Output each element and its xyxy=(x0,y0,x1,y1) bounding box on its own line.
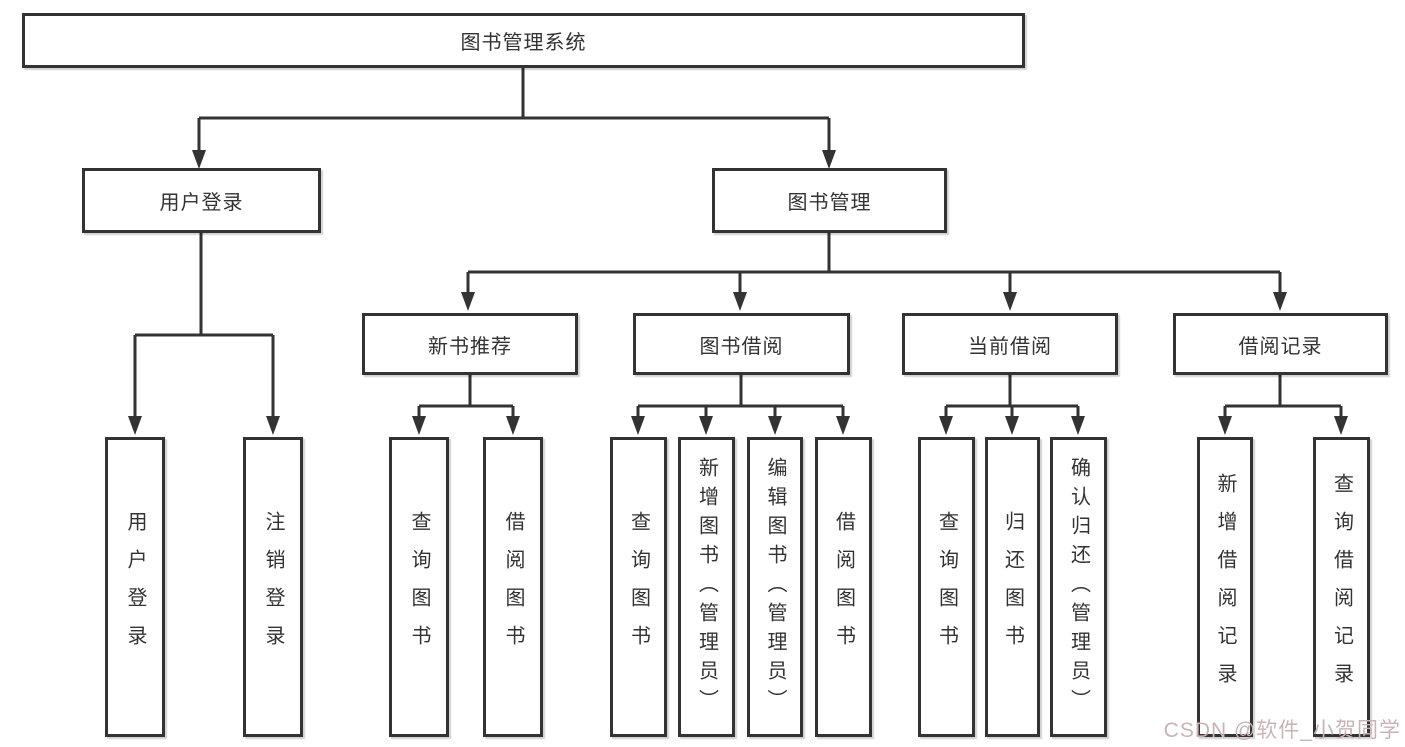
leaf-user-login: 用户登录 xyxy=(105,437,165,737)
leaf-add-borrow-record: 新增借阅记录 xyxy=(1197,437,1253,737)
node-borrow-records-label: 借阅记录 xyxy=(1238,335,1323,358)
node-user-login-label: 用户登录 xyxy=(159,192,244,214)
node-book-management-label: 图书管理 xyxy=(787,192,872,214)
leaf-query-borrow-record: 查询借阅记录 xyxy=(1313,437,1370,737)
node-book-management: 图书管理 xyxy=(712,168,947,233)
leaf-query-books-3-label: 查询图书 xyxy=(935,511,958,663)
watermark: CSDN @软件_小贺同学 xyxy=(1163,719,1401,742)
leaf-query-borrow-record-label: 查询借阅记录 xyxy=(1330,473,1353,701)
leaf-query-books-3: 查询图书 xyxy=(918,437,975,737)
node-new-book-recommend: 新书推荐 xyxy=(362,313,578,375)
leaf-edit-books-admin: 编辑图书（管理员） xyxy=(747,437,803,737)
leaf-return-books: 归还图书 xyxy=(985,437,1040,737)
leaf-logout-label: 注销登录 xyxy=(262,511,284,663)
node-current-borrow-label: 当前借阅 xyxy=(968,335,1052,358)
leaf-query-books-2: 查询图书 xyxy=(610,437,667,737)
node-root: 图书管理系统 xyxy=(22,13,1025,68)
leaf-add-borrow-record-label: 新增借阅记录 xyxy=(1214,473,1236,701)
leaf-query-books-1: 查询图书 xyxy=(389,437,449,737)
leaf-add-books-admin: 新增图书（管理员） xyxy=(678,437,735,737)
leaf-edit-books-admin-label: 编辑图书（管理员） xyxy=(764,456,786,718)
leaf-user-login-label: 用户登录 xyxy=(124,511,146,663)
node-user-login: 用户登录 xyxy=(82,168,321,233)
leaf-logout: 注销登录 xyxy=(243,437,303,737)
node-book-borrow-label: 图书借阅 xyxy=(699,335,784,358)
node-root-label: 图书管理系统 xyxy=(460,32,587,54)
node-book-borrow: 图书借阅 xyxy=(633,313,850,375)
leaf-return-books-label: 归还图书 xyxy=(1001,511,1024,663)
leaf-query-books-2-label: 查询图书 xyxy=(627,511,650,663)
leaf-confirm-return-admin-label: 确认归还（管理员） xyxy=(1067,456,1090,718)
leaf-borrow-books-1-label: 借阅图书 xyxy=(502,511,524,663)
leaf-add-books-admin-label: 新增图书（管理员） xyxy=(695,456,718,718)
leaf-query-books-1-label: 查询图书 xyxy=(408,511,430,663)
leaf-confirm-return-admin: 确认归还（管理员） xyxy=(1050,437,1107,737)
leaf-borrow-books-2-label: 借阅图书 xyxy=(832,511,855,663)
node-new-book-recommend-label: 新书推荐 xyxy=(428,335,512,358)
leaf-borrow-books-1: 借阅图书 xyxy=(483,437,543,737)
arrowheads xyxy=(128,150,1348,435)
node-borrow-records: 借阅记录 xyxy=(1173,313,1388,375)
node-current-borrow: 当前借阅 xyxy=(902,313,1118,375)
leaf-borrow-books-2: 借阅图书 xyxy=(815,437,872,737)
